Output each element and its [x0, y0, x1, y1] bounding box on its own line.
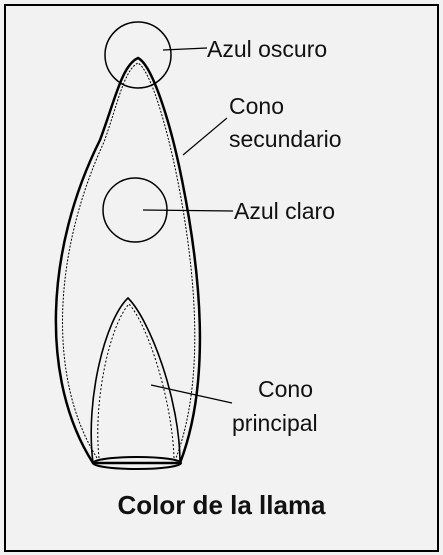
flame-base-ellipse [92, 456, 182, 470]
leader-secondary-cone [182, 117, 228, 156]
outer-flame-outline [54, 56, 202, 465]
inner-cone-outline [90, 296, 181, 464]
label-dark-blue: Azul oscuro [207, 36, 328, 62]
label-secondary-cone-line2: secundario [229, 126, 342, 152]
label-primary-cone-line1: Cono [258, 376, 313, 402]
leader-primary-cone [150, 384, 233, 404]
diagram-frame [4, 4, 439, 552]
outer-flame-inner-line [62, 62, 196, 459]
leader-dark-blue [162, 47, 208, 51]
label-secondary-cone-line1: Cono [229, 93, 284, 119]
leader-light-blue [142, 209, 234, 212]
label-primary-cone-line2: principal [232, 410, 318, 436]
dark-blue-circle [104, 21, 172, 89]
inner-cone-dotted [97, 303, 175, 459]
label-light-blue: Azul claro [234, 198, 335, 224]
diagram-caption: Color de la llama [117, 490, 326, 520]
